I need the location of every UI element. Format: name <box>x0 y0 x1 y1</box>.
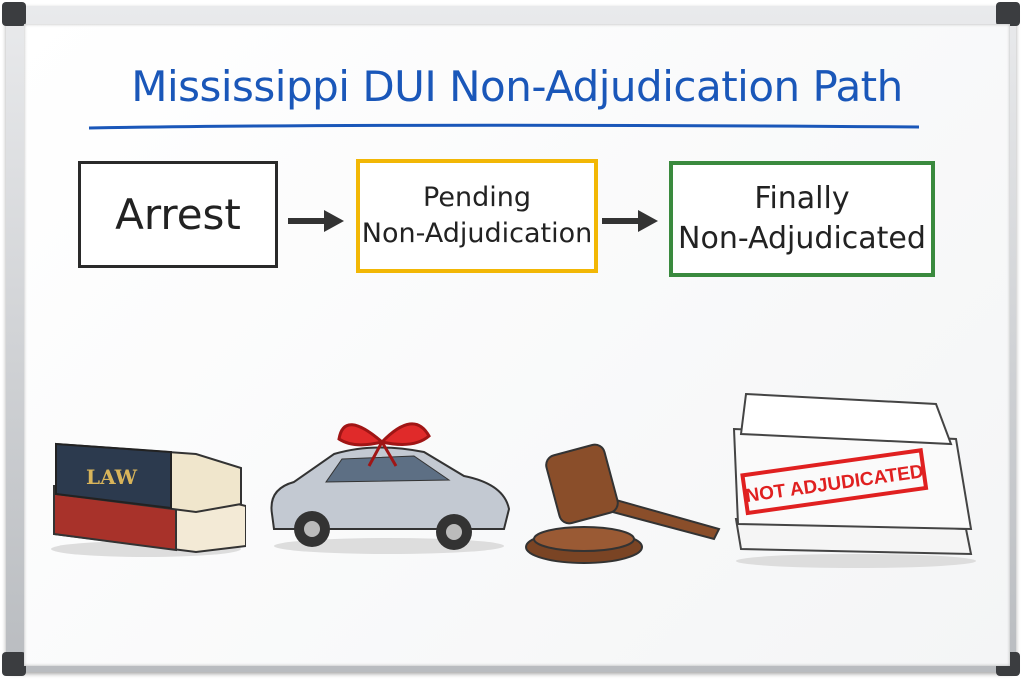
step-label: Non-Adjudication <box>361 218 593 249</box>
arrow-right-icon <box>288 210 344 232</box>
step-finally: Finally Non-Adjudicated <box>669 161 935 277</box>
step-label: Arrest <box>115 190 241 239</box>
frame-corner <box>2 652 26 676</box>
car-with-bow-icon <box>270 422 511 554</box>
step-pending: Pending Non-Adjudication <box>356 159 598 273</box>
whiteboard-surface: Mississippi DUI Non-Adjudication Path Ar… <box>24 24 1010 666</box>
frame-corner <box>2 2 26 26</box>
law-books-icon: LAW <box>51 442 246 557</box>
arrow-right-icon <box>602 210 658 232</box>
page-title: Mississippi DUI Non-Adjudication Path <box>131 62 903 111</box>
gavel-icon <box>525 443 721 564</box>
title-underline <box>88 123 920 130</box>
frame-corner <box>996 2 1020 26</box>
step-label: Finally <box>754 181 850 216</box>
book-label: LAW <box>86 465 138 489</box>
step-label: Pending <box>423 182 531 213</box>
step-arrest: Arrest <box>78 161 278 268</box>
paper-stack-icon: NOT ADJUDICATED <box>732 392 976 568</box>
step-label: Non-Adjudicated <box>678 221 926 256</box>
